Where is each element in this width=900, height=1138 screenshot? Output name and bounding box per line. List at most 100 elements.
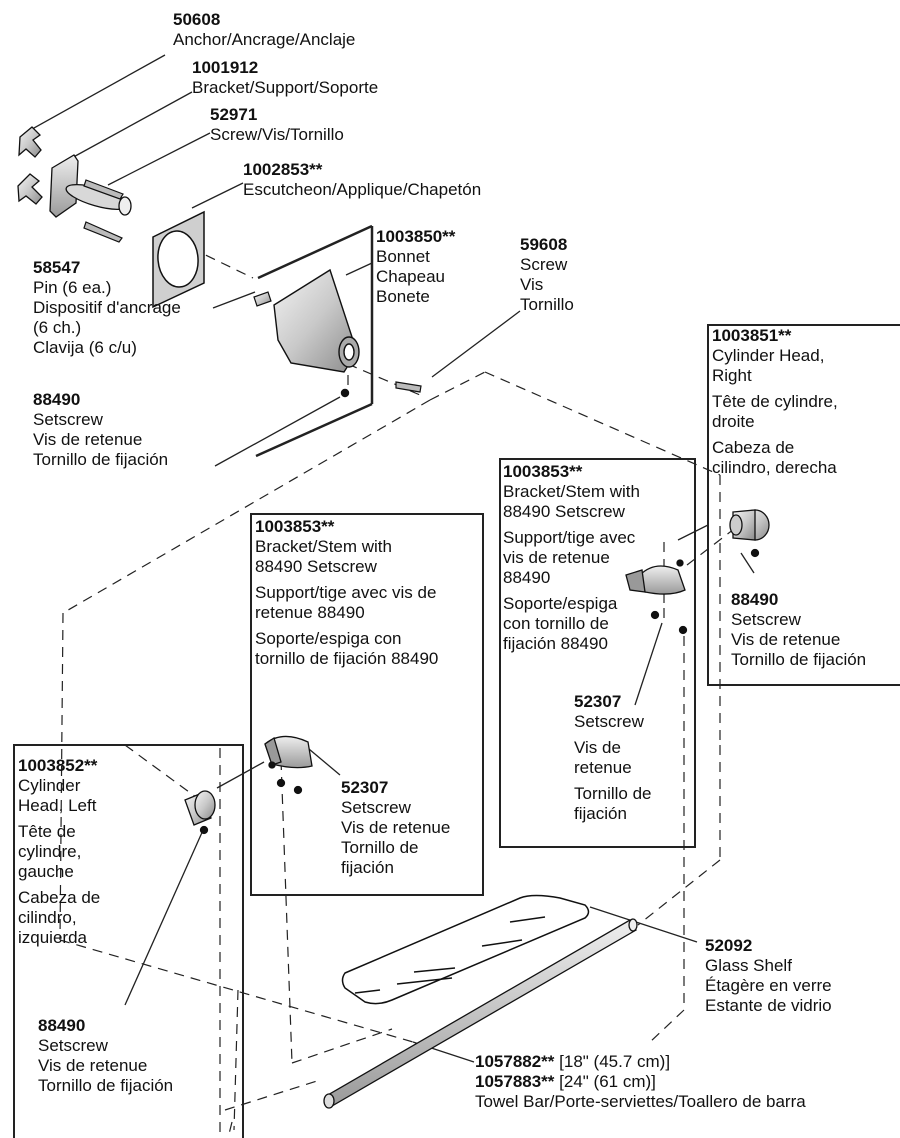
part-description: Cylinder Head,	[712, 346, 825, 365]
part-description: Dispositif d'ancrage	[33, 298, 181, 317]
setscrew-icon	[650, 610, 660, 620]
part-description: Bonnet	[376, 247, 430, 266]
setscrew-icon	[340, 388, 350, 398]
part-description: fijación 88490	[503, 634, 608, 653]
part-description: Tête de cylindre,	[712, 392, 838, 411]
bracket-stem-right-icon	[639, 565, 686, 595]
setscrew-icon	[276, 778, 286, 788]
setscrew-icon	[293, 785, 303, 795]
part-number: 50608	[173, 10, 221, 29]
label-anchor: 50608 Anchor/Ancrage/Anclaje	[173, 10, 355, 50]
setscrew-icon	[750, 548, 760, 558]
part-description: Estante de vidrio	[705, 996, 832, 1015]
part-description: 88490 Setscrew	[503, 502, 625, 521]
label-setscrew-top: 88490 Setscrew Vis de retenue Tornillo d…	[33, 390, 168, 470]
part-number: 52307	[574, 692, 622, 711]
part-description: Tornillo	[520, 295, 574, 314]
label-setscrew-right: 88490 Setscrew Vis de retenue Tornillo d…	[731, 590, 866, 670]
screw-icon	[83, 179, 124, 200]
part-description: Vis de retenue	[731, 630, 841, 649]
part-description: retenue	[574, 758, 632, 777]
part-number: 52971	[210, 105, 258, 124]
part-number: 59608	[520, 235, 568, 254]
part-description: Cylinder	[18, 776, 81, 795]
screw-icon	[83, 221, 123, 243]
part-description: Vis de	[574, 738, 621, 757]
anchor-icon	[18, 126, 42, 158]
part-description: Cabeza de	[18, 888, 101, 907]
part-description: Screw/Vis/Tornillo	[210, 125, 344, 144]
part-description: Bracket/Stem with	[255, 537, 392, 556]
part-description: Setscrew	[38, 1036, 108, 1055]
part-description: fijación	[341, 858, 394, 877]
part-description: tornillo de fijación 88490	[255, 649, 439, 668]
part-number: 1003853**	[255, 517, 335, 536]
label-setscrew-left: 88490 Setscrew Vis de retenue Tornillo d…	[38, 1016, 173, 1096]
part-number: 52307	[341, 778, 389, 797]
part-size: [24" (61 cm)]	[554, 1072, 656, 1091]
setscrew-icon	[678, 625, 688, 635]
label-bonnet: 1003850** Bonnet Chapeau Bonete	[376, 227, 455, 307]
part-number: 1003851**	[712, 326, 792, 345]
part-description: Étagère en verre	[705, 976, 832, 995]
label-setscrew-52307-left: 52307 Setscrew Vis de retenue Tornillo d…	[341, 778, 450, 878]
part-description: gauche	[18, 862, 74, 881]
label-screw-52971: 52971 Screw/Vis/Tornillo	[210, 105, 344, 145]
part-description: Pin (6 ea.)	[33, 278, 112, 297]
label-bracket-stem-left: 1003853** Bracket/Stem with 88490 Setscr…	[255, 517, 438, 669]
part-number: 1003852**	[18, 756, 98, 775]
bracket-icon	[49, 154, 79, 218]
part-description: Support/tige avec vis de	[255, 583, 437, 602]
part-description: Support/tige avec	[503, 528, 636, 547]
part-number: 88490	[33, 390, 81, 409]
label-cylinder-head-left: 1003852** Cylinder Head, Left Tête de cy…	[18, 756, 100, 948]
anchor-icon	[17, 173, 43, 205]
part-description: Right	[712, 366, 752, 385]
label-pin: 58547 Pin (6 ea.) Dispositif d'ancrage (…	[33, 258, 181, 358]
part-description: Towel Bar/Porte-serviettes/Toallero de b…	[475, 1092, 806, 1111]
part-description: cylindre,	[18, 842, 82, 861]
part-description: Screw	[520, 255, 568, 274]
label-screw-59608: 59608 Screw Vis Tornillo	[520, 235, 574, 315]
part-description: Bonete	[376, 287, 430, 306]
part-description: droite	[712, 412, 755, 431]
part-description: Bracket/Stem with	[503, 482, 640, 501]
label-glass-shelf: 52092 Glass Shelf Étagère en verre Estan…	[705, 936, 832, 1016]
part-description: Vis de retenue	[38, 1056, 148, 1075]
label-bracket: 1001912 Bracket/Support/Soporte	[192, 58, 378, 98]
part-description: 88490 Setscrew	[255, 557, 377, 576]
part-number: 88490	[731, 590, 779, 609]
part-description: Escutcheon/Applique/Chapetón	[243, 180, 482, 199]
part-size: [18" (45.7 cm)]	[554, 1052, 671, 1071]
setscrew-icon	[199, 825, 209, 835]
part-description: Setscrew	[574, 712, 644, 731]
part-description: 88490	[503, 568, 551, 587]
part-description: Vis	[520, 275, 544, 294]
part-description: vis de retenue	[503, 548, 610, 567]
part-description: Vis de retenue	[341, 818, 451, 837]
part-description: Cabeza de	[712, 438, 795, 457]
part-description: cilindro, derecha	[712, 458, 837, 477]
part-description: Tornillo de	[341, 838, 419, 857]
part-description: Setscrew	[731, 610, 801, 629]
part-description: Setscrew	[341, 798, 411, 817]
part-description: con tornillo de	[503, 614, 609, 633]
part-number: 1057882**	[475, 1052, 555, 1071]
part-number: 1003850**	[376, 227, 456, 246]
part-description: Head, Left	[18, 796, 97, 815]
part-description: Clavija (6 c/u)	[33, 338, 137, 357]
part-number: 1057883**	[475, 1072, 555, 1091]
part-description: Anchor/Ancrage/Anclaje	[173, 30, 356, 49]
part-description: Bracket/Support/Soporte	[192, 78, 379, 97]
part-description: Tornillo de fijación	[731, 650, 867, 669]
label-setscrew-52307-right: 52307 Setscrew Vis de retenue Tornillo d…	[574, 692, 652, 824]
part-description: Setscrew	[33, 410, 103, 429]
part-description: Tornillo de fijación	[33, 450, 169, 469]
label-towel-bar: 1057882** [18" (45.7 cm)] 1057883** [24"…	[475, 1052, 806, 1112]
part-number: 52092	[705, 936, 753, 955]
part-description: Tornillo de fijación	[38, 1076, 174, 1095]
glass-shelf-icon	[341, 894, 590, 1005]
label-escutcheon: 1002853** Escutcheon/Applique/Chapetón	[243, 160, 481, 200]
pin-icon	[253, 291, 272, 307]
